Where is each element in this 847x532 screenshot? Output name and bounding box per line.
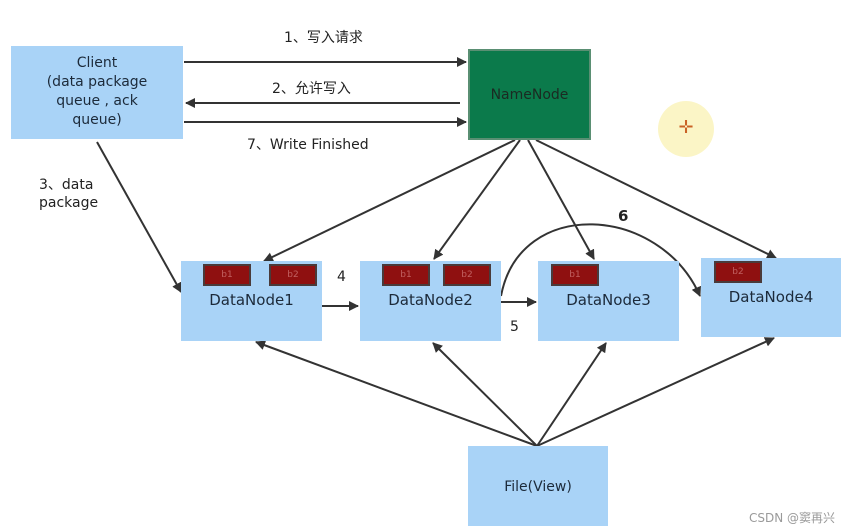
- block-b2: b2: [714, 261, 762, 283]
- client-label-line: queue , ack: [56, 93, 138, 109]
- namenode-label: NameNode: [490, 87, 569, 103]
- client-box: Client (data package queue , ack queue): [11, 46, 183, 139]
- client-label-line: (data package: [46, 74, 148, 90]
- block-b2: b2: [443, 264, 491, 286]
- arrow-nn-dn4: [535, 139, 777, 259]
- cursor-highlight: ✛: [658, 101, 714, 157]
- block-b1: b1: [382, 264, 430, 286]
- arrow-file-dn3: [536, 342, 607, 447]
- block-b1: b1: [203, 264, 251, 286]
- datanode1-label: DataNode1: [209, 291, 294, 309]
- arrow-nn-dn3: [527, 139, 595, 260]
- step7-label: 7、Write Finished: [247, 137, 369, 153]
- block-b2: b2: [269, 264, 317, 286]
- datanode2-label: DataNode2: [388, 291, 473, 309]
- arrow-dn2-dn4-curve: [500, 223, 701, 297]
- datanode1-box: b1 b2 DataNode1: [181, 261, 322, 341]
- step5-label: 5: [510, 319, 519, 335]
- namenode-box: NameNode: [468, 49, 591, 140]
- file-view-label: File(View): [504, 479, 572, 495]
- client-label: Client (data package queue , ack queue): [11, 54, 183, 130]
- step3-label: 3、data package: [39, 176, 98, 212]
- file-view-box: File(View): [468, 446, 608, 526]
- datanode2-box: b1 b2 DataNode2: [360, 261, 501, 341]
- arrow-file-dn1: [255, 340, 538, 447]
- step4-label: 4: [337, 269, 346, 285]
- step2-label: 2、允许写入: [272, 81, 351, 97]
- datanode4-label: DataNode4: [728, 288, 814, 306]
- datanode3-box: b1 DataNode3: [538, 261, 679, 341]
- step1-label: 1、写入请求: [284, 30, 363, 46]
- block-b1: b1: [551, 264, 599, 286]
- datanode4-box: b2 DataNode4: [701, 258, 841, 337]
- step3-label-line: package: [39, 195, 99, 211]
- arrow-file-dn2: [432, 342, 538, 447]
- watermark: CSDN @窦再兴: [748, 511, 835, 525]
- client-label-line: Client: [76, 55, 118, 71]
- step3-label-line: 3、data: [39, 177, 94, 193]
- step6-label: 6: [618, 207, 629, 225]
- datanode3-label: DataNode3: [566, 291, 651, 309]
- arrow-nn-dn2: [433, 139, 521, 260]
- arrow-nn-dn1: [263, 139, 516, 262]
- arrow-file-dn4: [536, 337, 775, 447]
- client-label-line: queue): [72, 112, 122, 128]
- crosshair-move-icon: ✛: [678, 117, 694, 138]
- arrow-data-package: [96, 141, 182, 293]
